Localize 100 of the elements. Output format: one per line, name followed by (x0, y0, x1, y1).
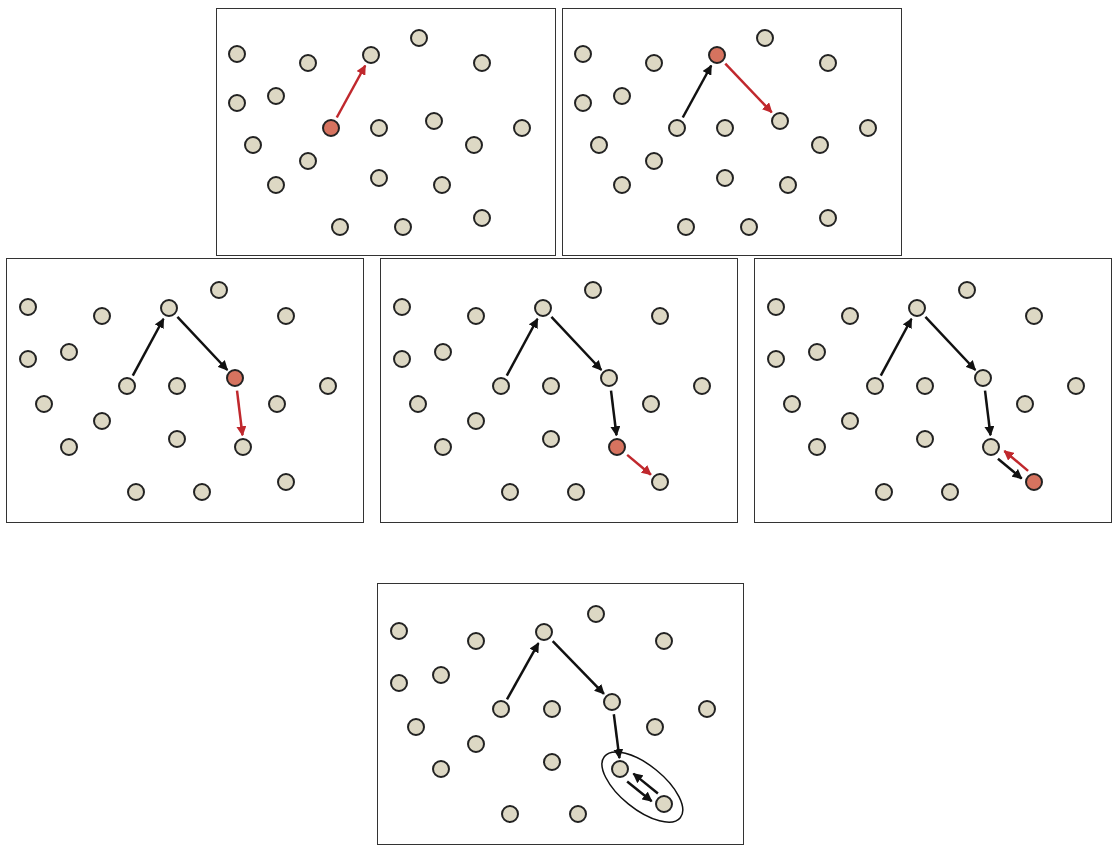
node-circle (18, 350, 37, 368)
node-circle (654, 795, 673, 814)
arrow (879, 317, 913, 377)
node-circle (715, 168, 734, 187)
node-circle (424, 111, 443, 130)
node-circle (974, 369, 993, 388)
arrow (983, 390, 995, 437)
node-circle (210, 280, 229, 299)
node-circle (409, 394, 428, 413)
node-circle (907, 298, 926, 317)
arrow (550, 316, 603, 371)
node-circle (227, 93, 246, 112)
arrow (335, 64, 367, 119)
arrow (724, 62, 773, 114)
node-circle (644, 53, 663, 72)
node-circle (542, 430, 561, 449)
arrow (681, 64, 713, 119)
node-circle (573, 44, 592, 63)
arrow (551, 640, 605, 695)
node-circle (390, 622, 409, 641)
diagram-panel (6, 258, 364, 523)
node-circle (298, 53, 317, 72)
node-circle (193, 482, 212, 501)
node-circle (589, 135, 608, 154)
node-circle (168, 376, 187, 395)
arrow (176, 316, 229, 371)
node-circle (512, 118, 531, 137)
node-circle (393, 217, 412, 236)
diagram-panel (562, 8, 902, 256)
node-circle (168, 430, 187, 449)
node-circle (533, 298, 552, 317)
node-circle (18, 297, 37, 316)
node-circle (93, 307, 112, 326)
node-circle (858, 118, 877, 137)
node-circle (433, 342, 452, 361)
node-circle (644, 151, 663, 170)
node-circle (739, 217, 758, 236)
arrow (626, 453, 652, 476)
diagram-panel (216, 8, 556, 256)
node-circle (783, 394, 802, 413)
node-circle (841, 412, 860, 430)
node-circle (330, 217, 349, 236)
node-circle (276, 307, 295, 326)
node-circle (227, 44, 246, 63)
node-circle (432, 666, 451, 685)
arrow (505, 642, 540, 700)
node-circle (472, 53, 491, 72)
node-circle (770, 111, 789, 130)
node-circle (35, 394, 54, 413)
node-circle (646, 718, 664, 737)
node-circle (59, 342, 78, 361)
node-circle (807, 437, 826, 456)
node-circle (650, 307, 669, 326)
arrow (609, 390, 621, 437)
arrow (612, 714, 624, 760)
node-circle (390, 673, 409, 692)
node-circle (534, 623, 553, 642)
node-circle (818, 208, 837, 227)
node-circle (491, 700, 510, 719)
node-circle (392, 297, 411, 316)
node-circle (501, 482, 520, 501)
node-circle (807, 342, 826, 361)
node-circle (234, 437, 253, 456)
diagram-panel (380, 258, 738, 523)
node-circle (276, 472, 295, 491)
node-circle (778, 175, 797, 194)
node-circle (369, 118, 388, 137)
node-circle (916, 430, 935, 449)
node-circle (642, 394, 661, 413)
node-circle (676, 217, 695, 236)
node-circle (612, 86, 631, 105)
node-circle (569, 804, 588, 823)
node-circle (715, 118, 734, 137)
node-circle (982, 437, 1001, 456)
node-circle (432, 760, 451, 779)
node-circle (543, 753, 562, 772)
node-circle (1066, 376, 1085, 395)
node-circle (243, 135, 262, 154)
node-circle (159, 298, 178, 317)
node-circle (392, 350, 411, 368)
node-circle (584, 280, 603, 299)
arrow (924, 316, 977, 371)
node-circle (941, 482, 960, 501)
node-circle (567, 482, 586, 501)
node-circle (472, 208, 491, 227)
node-circle (127, 482, 146, 501)
node-circle (1024, 472, 1043, 491)
arrow (626, 780, 653, 803)
node-circle (608, 437, 627, 456)
node-circle (818, 53, 837, 72)
node-circle (865, 376, 884, 395)
node-circle (467, 412, 486, 430)
arrow (997, 457, 1023, 480)
node-circle (611, 760, 630, 779)
node-circle (466, 735, 485, 754)
arrow (632, 772, 659, 795)
node-circle (117, 376, 136, 395)
node-circle (707, 45, 726, 64)
node-circle (602, 692, 621, 711)
node-circle (407, 718, 426, 737)
